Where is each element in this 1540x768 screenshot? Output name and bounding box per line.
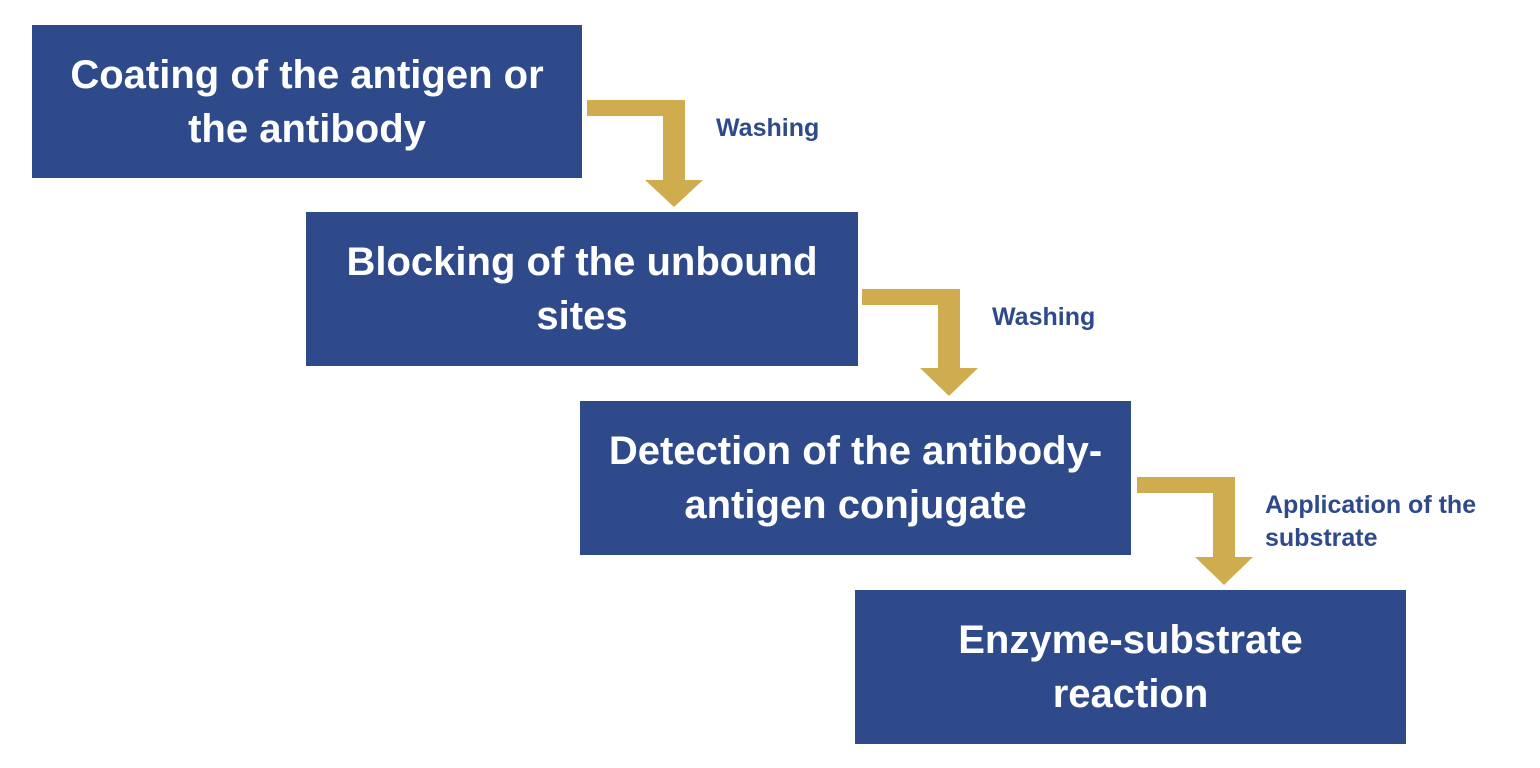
transition-label-washing-1: Washing	[716, 114, 820, 142]
elbow-arrow-1	[587, 100, 703, 207]
step-label-detection: Detection of the antibody-antigen conjug…	[608, 429, 1103, 527]
elbow-arrow-2	[862, 289, 978, 396]
transition-label-washing-2: Washing	[992, 303, 1096, 331]
elbow-arrow-3	[1137, 477, 1253, 585]
step-box-detection: Detection of the antibody-antigen conjug…	[580, 401, 1131, 555]
